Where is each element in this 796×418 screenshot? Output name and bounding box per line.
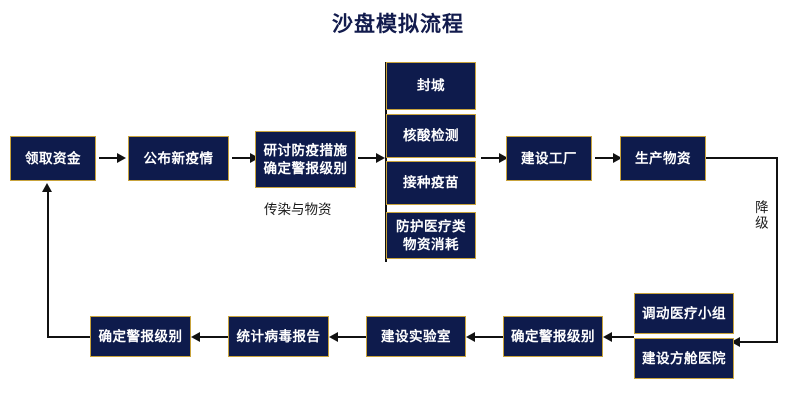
node-receive-funds-label: 领取资金 xyxy=(25,150,81,166)
node-receive-funds[interactable]: 领取资金 xyxy=(10,136,96,181)
arrowhead-report-to-confirm-left xyxy=(191,332,200,342)
arrowhead-lab-to-report xyxy=(329,332,338,342)
node-virus-report[interactable]: 统计病毒报告 xyxy=(228,316,329,357)
node-build-factory-label: 建设工厂 xyxy=(521,150,577,166)
node-build-lab-label: 建设实验室 xyxy=(381,328,451,344)
node-nucleic-test-label: 核酸检测 xyxy=(403,128,459,144)
node-build-factory[interactable]: 建设工厂 xyxy=(506,136,592,181)
arrowhead-confirm-right-to-lab xyxy=(466,332,475,342)
node-mobilize-medical-team-label: 调动医疗小组 xyxy=(642,305,726,321)
node-produce-supplies[interactable]: 生产物资 xyxy=(620,136,706,181)
node-discuss-measures-line1: 研讨防疫措施 xyxy=(263,142,348,158)
node-lockdown-label: 封城 xyxy=(417,78,445,94)
caption-transmission-and-supplies: 传染与物资 xyxy=(264,202,332,217)
node-medical-supply-use-line1: 防护医疗类 xyxy=(396,218,466,234)
arrowhead-factory-to-produce xyxy=(613,153,622,163)
connector-factory-to-produce xyxy=(595,157,614,159)
node-discuss-measures-line2: 确定警报级别 xyxy=(263,160,348,176)
connector-medical-to-confirm-right xyxy=(612,336,634,338)
node-medical-supply-use-line2: 物资消耗 xyxy=(403,236,459,252)
node-produce-supplies-label: 生产物资 xyxy=(635,150,691,166)
node-confirm-alert-level-right[interactable]: 确定警报级别 xyxy=(503,316,603,357)
arrowhead-funds-to-announce xyxy=(117,153,126,163)
connector-confirm-right-to-lab xyxy=(475,336,503,338)
node-confirm-alert-level-right-label: 确定警报级别 xyxy=(511,328,595,344)
connector-discuss-to-stack xyxy=(358,157,377,159)
node-vaccinate[interactable]: 接种疫苗 xyxy=(386,161,476,205)
node-discuss-measures[interactable]: 研讨防疫措施 确定警报级别 xyxy=(255,131,356,188)
node-build-lab[interactable]: 建设实验室 xyxy=(366,316,466,357)
connector-lab-to-report xyxy=(338,336,366,338)
arrowhead-stack-to-factory xyxy=(499,153,508,163)
node-confirm-alert-level-left[interactable]: 确定警报级别 xyxy=(90,316,191,357)
node-announce-epidemic[interactable]: 公布新疫情 xyxy=(128,136,229,181)
connector-funds-to-announce xyxy=(99,157,118,159)
connector-left-up xyxy=(47,192,49,338)
node-confirm-alert-level-left-label: 确定警报级别 xyxy=(98,328,183,344)
node-build-fangcang-hospital[interactable]: 建设方舱医院 xyxy=(634,338,734,379)
arrowhead-right-into-medical xyxy=(731,337,740,347)
caption-downgrade: 降级 xyxy=(752,200,768,231)
node-mobilize-medical-team[interactable]: 调动医疗小组 xyxy=(634,293,734,334)
connector-right-down xyxy=(776,157,778,343)
node-build-fangcang-hospital-label: 建设方舱医院 xyxy=(642,350,726,366)
node-virus-report-label: 统计病毒报告 xyxy=(236,328,321,344)
connector-produce-right xyxy=(706,157,778,159)
connector-confirm-left-out xyxy=(47,336,91,338)
page-title: 沙盘模拟流程 xyxy=(332,13,464,36)
arrowhead-discuss-to-stack xyxy=(376,153,385,163)
connector-right-into-medical xyxy=(740,341,778,343)
arrowhead-left-up-into-funds xyxy=(42,183,52,192)
node-lockdown[interactable]: 封城 xyxy=(386,62,476,110)
connector-announce-to-discuss xyxy=(232,157,251,159)
arrowhead-medical-to-confirm-right xyxy=(603,332,612,342)
connector-report-to-confirm-left xyxy=(200,336,228,338)
node-nucleic-test[interactable]: 核酸检测 xyxy=(386,114,476,158)
connector-stack-to-factory xyxy=(481,157,500,159)
arrowhead-announce-to-discuss xyxy=(250,153,259,163)
node-medical-supply-use[interactable]: 防护医疗类 物资消耗 xyxy=(386,212,476,259)
node-announce-epidemic-label: 公布新疫情 xyxy=(143,150,214,166)
node-vaccinate-label: 接种疫苗 xyxy=(403,175,459,191)
